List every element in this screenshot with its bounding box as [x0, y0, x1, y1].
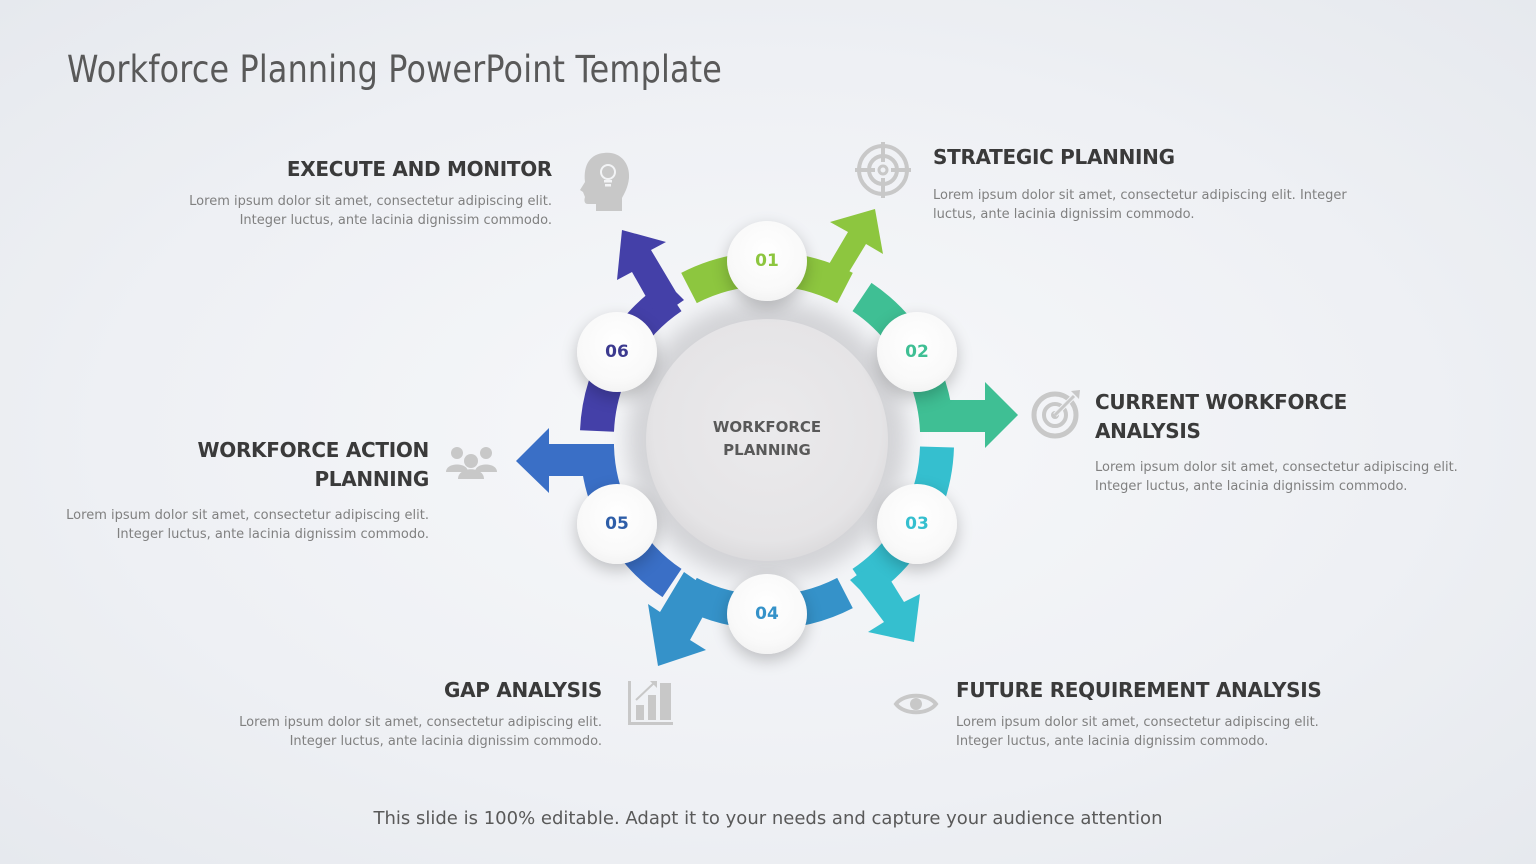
step-04-description: Lorem ipsum dolor sit amet, consectetur …: [239, 715, 602, 749]
center-label: WORKFORCE PLANNING: [667, 416, 867, 462]
step-01-heading: STRATEGIC PLANNING: [933, 145, 1175, 169]
step-05-block: WORKFORCE ACTION PLANNING Lorem ipsum do…: [60, 436, 429, 544]
step-number-06: 06: [577, 312, 657, 392]
arrow-04: [648, 572, 712, 666]
arrow-03: [850, 560, 920, 642]
step-06-description: Lorem ipsum dolor sit amet, consectetur …: [189, 194, 552, 228]
step-01-block: STRATEGIC PLANNING Lorem ipsum dolor sit…: [933, 143, 1353, 224]
head-lightbulb-icon: [580, 152, 630, 211]
team-people-icon: [446, 447, 497, 479]
step-05-heading-line1: WORKFORCE ACTION: [197, 438, 429, 462]
step-number-04: 04: [727, 574, 807, 654]
step-06-heading: EXECUTE AND MONITOR: [286, 157, 552, 181]
step-05-description: Lorem ipsum dolor sit amet, consectetur …: [66, 508, 429, 542]
arrow-06: [617, 230, 684, 318]
step-number-02: 02: [877, 312, 957, 392]
eye-icon: [893, 693, 939, 715]
center-label-line2: PLANNING: [723, 441, 811, 459]
step-03-block: FUTURE REQUIREMENT ANALYSIS Lorem ipsum …: [956, 676, 1336, 751]
slide-title: Workforce Planning PowerPoint Template: [67, 48, 723, 91]
crosshair-target-icon: [855, 142, 911, 198]
step-number-01: 01: [727, 221, 807, 301]
step-02-description: Lorem ipsum dolor sit amet, consectetur …: [1095, 460, 1458, 494]
step-01-description: Lorem ipsum dolor sit amet, consectetur …: [933, 188, 1347, 222]
step-03-heading: FUTURE REQUIREMENT ANALYSIS: [956, 678, 1322, 702]
center-disc: [646, 319, 888, 561]
arrow-02: [920, 382, 1018, 448]
step-06-block: EXECUTE AND MONITOR Lorem ipsum dolor si…: [150, 155, 552, 230]
step-03-description: Lorem ipsum dolor sit amet, consectetur …: [956, 715, 1319, 749]
bar-chart-growth-icon: [628, 681, 673, 725]
step-02-heading-line1: CURRENT WORKFORCE: [1095, 390, 1347, 414]
arrow-05: [516, 428, 614, 493]
step-04-heading: GAP ANALYSIS: [444, 678, 602, 702]
dartboard-icon: [1031, 390, 1080, 439]
center-label-line1: WORKFORCE: [712, 418, 822, 436]
step-02-heading-line2: ANALYSIS: [1095, 419, 1201, 443]
arrow-01: [808, 209, 883, 290]
step-02-block: CURRENT WORKFORCE ANALYSIS Lorem ipsum d…: [1095, 388, 1465, 496]
step-number-03: 03: [877, 484, 957, 564]
step-04-block: GAP ANALYSIS Lorem ipsum dolor sit amet,…: [230, 676, 602, 751]
step-05-heading-line2: PLANNING: [314, 467, 429, 491]
step-number-05: 05: [577, 484, 657, 564]
slide-footer: This slide is 100% editable. Adapt it to…: [373, 808, 1163, 829]
